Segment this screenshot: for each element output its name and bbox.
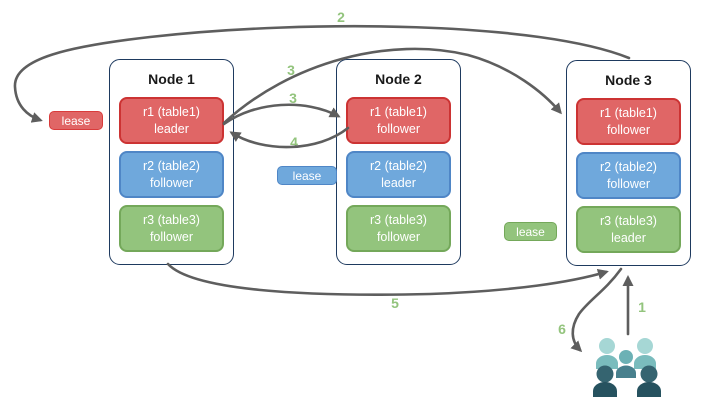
replica-range: r2 (table2) [143, 159, 200, 174]
replica-range: r3 (table3) [370, 213, 427, 228]
users-icon [593, 338, 661, 397]
node-1-replica-r1: r1 (table1) leader [119, 97, 224, 144]
node-2: Node 2 r1 (table1) follower r2 (table2) … [336, 59, 461, 265]
node-3-replica-r2: r2 (table2) follower [576, 152, 681, 199]
replica-role: follower [606, 176, 651, 191]
node-2-replica-r3: r3 (table3) follower [346, 205, 451, 252]
step-label-3a: 3 [287, 62, 295, 78]
step-label-1: 1 [638, 299, 646, 315]
node-3-replica-r3: r3 (table3) leader [576, 206, 681, 253]
node-3-title: Node 3 [605, 71, 652, 88]
replica-role: leader [611, 230, 646, 245]
node-1: Node 1 r1 (table1) leader r2 (table2) fo… [109, 59, 234, 265]
step-label-3b: 3 [289, 90, 297, 106]
arrow-step-6 [570, 267, 623, 353]
arrow-step-5 [166, 262, 609, 296]
replica-role: follower [376, 121, 421, 136]
replica-range: r1 (table1) [600, 106, 657, 121]
step-label-6: 6 [558, 321, 566, 337]
step-label-4: 4 [290, 134, 298, 150]
replica-role: follower [149, 229, 194, 244]
arrow-step-3-to-node2 [222, 103, 341, 126]
replica-range: r2 (table2) [370, 159, 427, 174]
lease-badge-r2: lease [277, 166, 337, 185]
node-1-replica-r2: r2 (table2) follower [119, 151, 224, 198]
lease-badge-r3: lease [504, 222, 557, 241]
replica-range: r3 (table3) [143, 213, 200, 228]
replica-role: follower [149, 175, 194, 190]
node-3-replicas: r1 (table1) follower r2 (table2) followe… [567, 98, 690, 253]
node-2-replica-r2: r2 (table2) leader [346, 151, 451, 198]
node-1-replicas: r1 (table1) leader r2 (table2) follower … [110, 97, 233, 252]
arrow-step-2 [13, 24, 631, 123]
replica-role: follower [376, 229, 421, 244]
replica-range: r3 (table3) [600, 214, 657, 229]
lease-badge-r1: lease [49, 111, 103, 130]
node-2-title: Node 2 [375, 70, 422, 87]
node-1-title: Node 1 [148, 70, 195, 87]
node-1-replica-r3: r3 (table3) follower [119, 205, 224, 252]
node-3: Node 3 r1 (table1) follower r2 (table2) … [566, 60, 691, 266]
replica-range: r1 (table1) [143, 105, 200, 120]
node-2-replica-r1: r1 (table1) follower [346, 97, 451, 144]
step-label-2: 2 [337, 9, 345, 25]
step-label-5: 5 [391, 295, 399, 311]
node-2-replicas: r1 (table1) follower r2 (table2) leader … [337, 97, 460, 252]
replica-range: r2 (table2) [600, 160, 657, 175]
node-3-replica-r1: r1 (table1) follower [576, 98, 681, 145]
replica-role: leader [381, 175, 416, 190]
replica-role: leader [154, 121, 189, 136]
replica-range: r1 (table1) [370, 105, 427, 120]
replica-role: follower [606, 122, 651, 137]
